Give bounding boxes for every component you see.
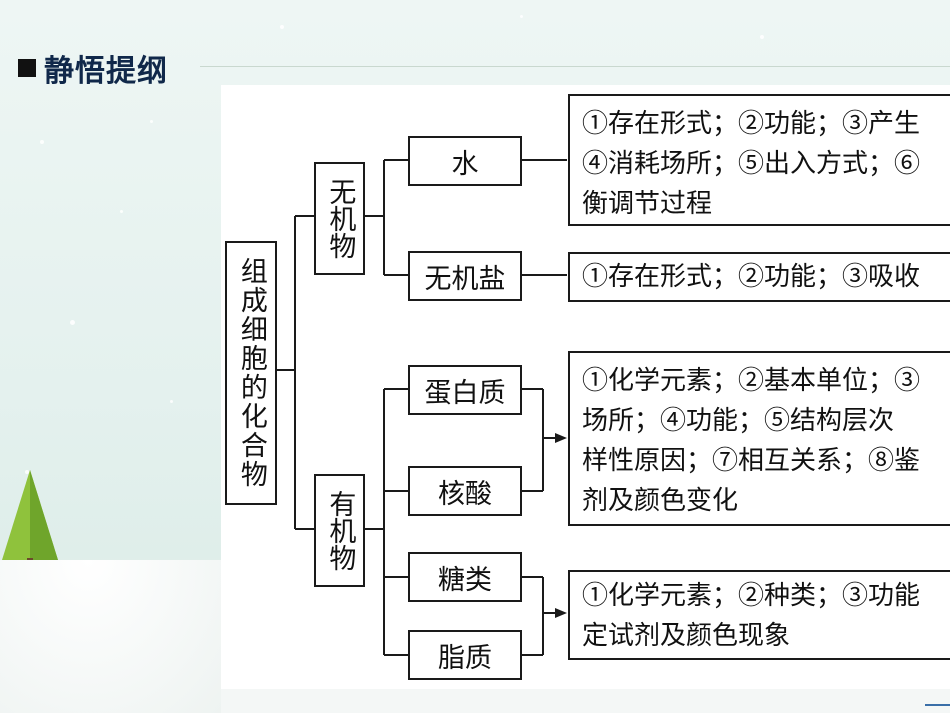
water-description: ①存在形式；②功能；③产生 ④消耗场所；⑤出入方式；⑥ 衡调节过程 <box>568 94 950 226</box>
water-node: 水 <box>408 136 522 186</box>
lipid-node-label: 脂质 <box>438 642 492 674</box>
inorganic-salt-node-label: 无机盐 <box>424 263 506 295</box>
section-title: 静悟提纲 <box>44 54 168 89</box>
sugar-node-label: 糖类 <box>438 564 492 596</box>
water-node-label: 水 <box>451 148 479 180</box>
sugar-node: 糖类 <box>408 552 522 602</box>
lipid-node: 脂质 <box>408 630 522 680</box>
root-node-label: 组成细胞的化合物 <box>235 257 267 489</box>
snowflake <box>120 210 123 213</box>
arrow-icon <box>555 608 567 618</box>
bullet-square-icon <box>18 59 36 77</box>
snowflake <box>40 140 44 144</box>
snowflake <box>70 320 75 325</box>
snow-ground <box>0 560 221 713</box>
snowflake <box>150 120 153 123</box>
snowflake <box>25 470 29 474</box>
section-header: 静悟提纲 <box>18 48 168 89</box>
arrow-icon <box>555 433 567 443</box>
protein-nucleic-description: ①化学元素；②基本单位；③ 场所；④功能；⑤结构层次 样性原因；⑦相互关系；⑧鉴… <box>568 351 950 526</box>
inorganic-node-label: 无机物 <box>324 178 356 259</box>
nucleic-acid-node-label: 核酸 <box>438 478 492 510</box>
sugar-lipid-description: ①化学元素；②种类；③功能 定试剂及颜色现象 <box>568 570 950 660</box>
inorganic-salt-node: 无机盐 <box>408 251 522 301</box>
snowflake <box>520 15 523 18</box>
connector-lines <box>275 159 567 656</box>
protein-node-label: 蛋白质 <box>424 377 506 409</box>
organic-node-label: 有机物 <box>324 490 356 571</box>
corner-mark <box>925 704 950 706</box>
header-divider <box>200 66 950 67</box>
nucleic-acid-node: 核酸 <box>408 466 522 516</box>
root-node: 组成细胞的化合物 <box>225 241 277 505</box>
inorganic-node: 无机物 <box>314 162 365 275</box>
inorganic-salt-description: ①存在形式；②功能；③吸收 <box>568 252 950 302</box>
protein-node: 蛋白质 <box>408 365 522 415</box>
tree-illustration <box>2 470 58 560</box>
organic-node: 有机物 <box>314 474 365 587</box>
snowflake <box>280 25 284 29</box>
bottom-strip <box>221 689 950 713</box>
snowflake <box>170 400 173 403</box>
snowflake <box>760 35 764 39</box>
